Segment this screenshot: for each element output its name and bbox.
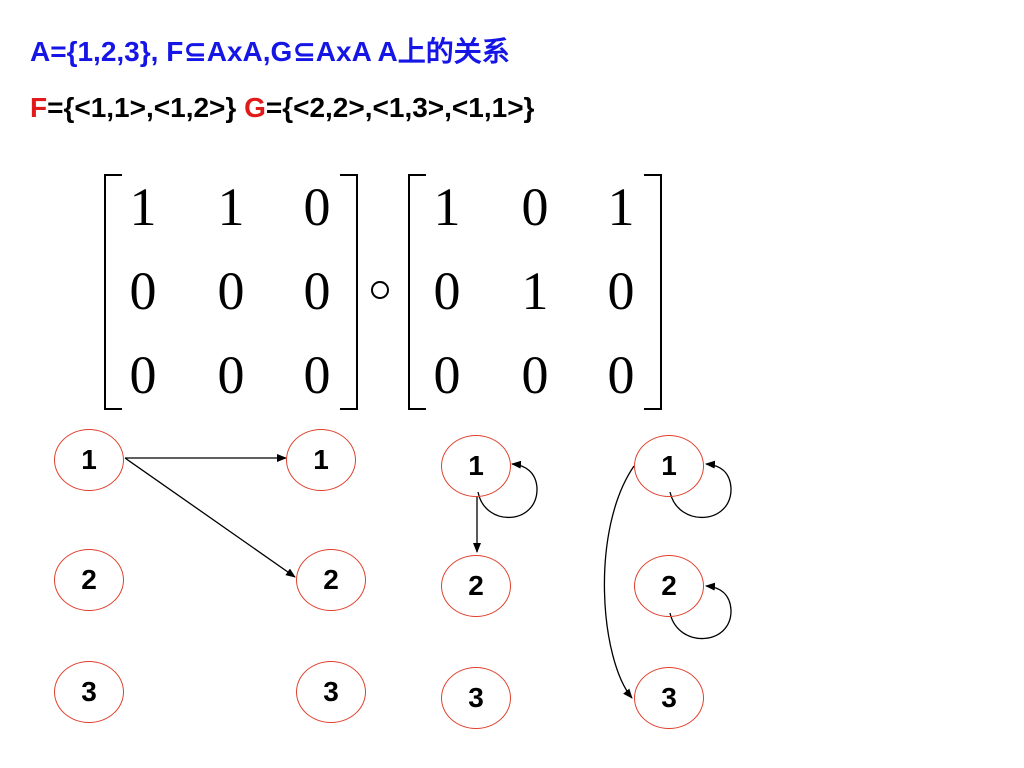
matrix-cell: 0 [129,261,157,321]
relations-line: F={<1,1>,<1,2>} G={<2,2>,<1,3>,<1,1>} [30,94,534,122]
matrix-cell: 0 [607,261,635,321]
left-bracket [408,174,426,410]
matrix-cell: 1 [129,177,157,237]
node-g-1: 1 [634,435,704,497]
matrix-cell: 0 [303,345,331,405]
g-set: ={<2,2>,<1,3>,<1,1>} [265,92,535,123]
composition-operator [371,281,389,299]
f-set: ={<1,1>,<1,2>} [47,92,237,123]
matrix-cell: 0 [521,345,549,405]
node-f-right-1: 1 [286,429,356,491]
matrix-cell: 0 [217,261,245,321]
node-f-left-2: 2 [54,549,124,611]
matrix-cell: 0 [129,345,157,405]
matrix-cell: 0 [433,345,461,405]
matrix-f: 1 1 0 0 0 0 0 0 0 [100,168,362,412]
matrix-cell: 0 [433,261,461,321]
set-definition-line: A={1,2,3}, F⊆AxA,G⊆AxA A上的关系 [30,36,510,67]
node-relation-1: 1 [441,435,511,497]
left-bracket [104,174,122,410]
node-relation-3: 3 [441,667,511,729]
loop-g-2 [669,582,732,640]
node-f-right-3: 3 [296,661,366,723]
matrix-cell: 1 [217,177,245,237]
edge-g-1-to-3 [603,465,635,699]
node-f-left-1: 1 [54,429,124,491]
matrix-cell: 0 [303,261,331,321]
matrix-cell: 0 [607,345,635,405]
matrix-g: 1 0 1 0 1 0 0 0 0 [404,168,666,412]
matrix-cell: 0 [217,345,245,405]
right-bracket [644,174,662,410]
node-f-right-2: 2 [296,549,366,611]
right-bracket [340,174,358,410]
node-f-left-3: 3 [54,661,124,723]
node-g-3: 3 [634,667,704,729]
f-label: F [30,92,48,123]
matrix-cell: 1 [607,177,635,237]
node-relation-2: 2 [441,555,511,617]
matrix-cell: 1 [433,177,461,237]
g-label: G [244,92,266,123]
matrix-cell: 0 [521,177,549,237]
node-g-2: 2 [634,555,704,617]
matrix-cell: 1 [521,261,549,321]
loop-1-relation [477,460,538,519]
edge-f-1-to-2 [124,457,296,578]
loop-g-1 [669,460,732,519]
matrix-cell: 0 [303,177,331,237]
